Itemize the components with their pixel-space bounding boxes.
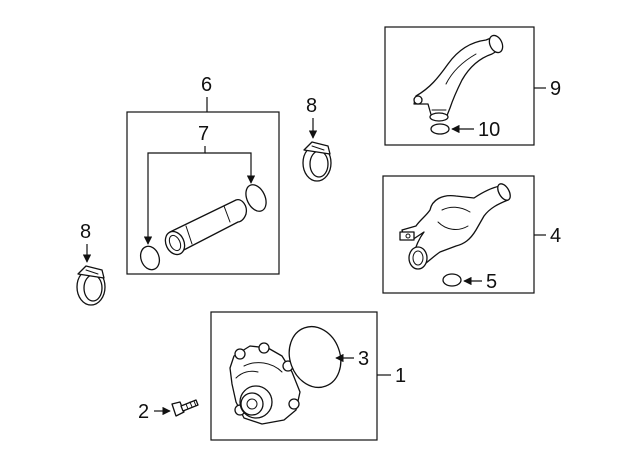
outlet-o-ring[interactable]: [430, 123, 450, 135]
bolt[interactable]: [171, 399, 199, 417]
callout-1: 1: [395, 365, 406, 387]
callout-6: 6: [201, 74, 212, 96]
coolant-tube-frame: [126, 111, 280, 275]
callout-2: 2: [138, 401, 149, 423]
water-pump[interactable]: [229, 342, 301, 425]
callout-4: 4: [550, 225, 561, 247]
tube-o-ring-left[interactable]: [137, 244, 162, 273]
outlet-pipe-frame: [384, 26, 535, 146]
hose-clamp-lower[interactable]: [76, 265, 106, 306]
thermostat-o-ring[interactable]: [442, 273, 462, 287]
thermostat-group: 5 4: [382, 175, 561, 294]
callout-9: 9: [550, 78, 561, 100]
outlet-pipe-group: 10 9: [384, 26, 561, 146]
hose-clamp-upper[interactable]: [302, 141, 332, 182]
tube-o-ring-right[interactable]: [242, 182, 270, 215]
callout-3: 3: [358, 348, 369, 370]
clamp-group-upper: 8: [302, 95, 332, 182]
callout-7: 7: [198, 123, 209, 145]
water-pump-gasket[interactable]: [281, 319, 349, 394]
thermostat-housing[interactable]: [399, 182, 513, 270]
leader-7-right: [205, 152, 256, 184]
callout-8-upper: 8: [306, 95, 317, 117]
bolt-group: 2: [138, 399, 199, 423]
coolant-tube-group: 6 7: [126, 74, 280, 275]
coolant-tube[interactable]: [162, 199, 248, 258]
callout-8-lower: 8: [80, 221, 91, 243]
clamp-group-lower: 8: [76, 221, 106, 306]
callout-10: 10: [478, 119, 500, 141]
callout-5: 5: [486, 271, 497, 293]
outlet-pipe[interactable]: [413, 33, 505, 122]
water-pump-frame: [210, 311, 378, 441]
water-pump-group: 3 1: [210, 311, 406, 441]
leader-7-left: [143, 146, 206, 245]
